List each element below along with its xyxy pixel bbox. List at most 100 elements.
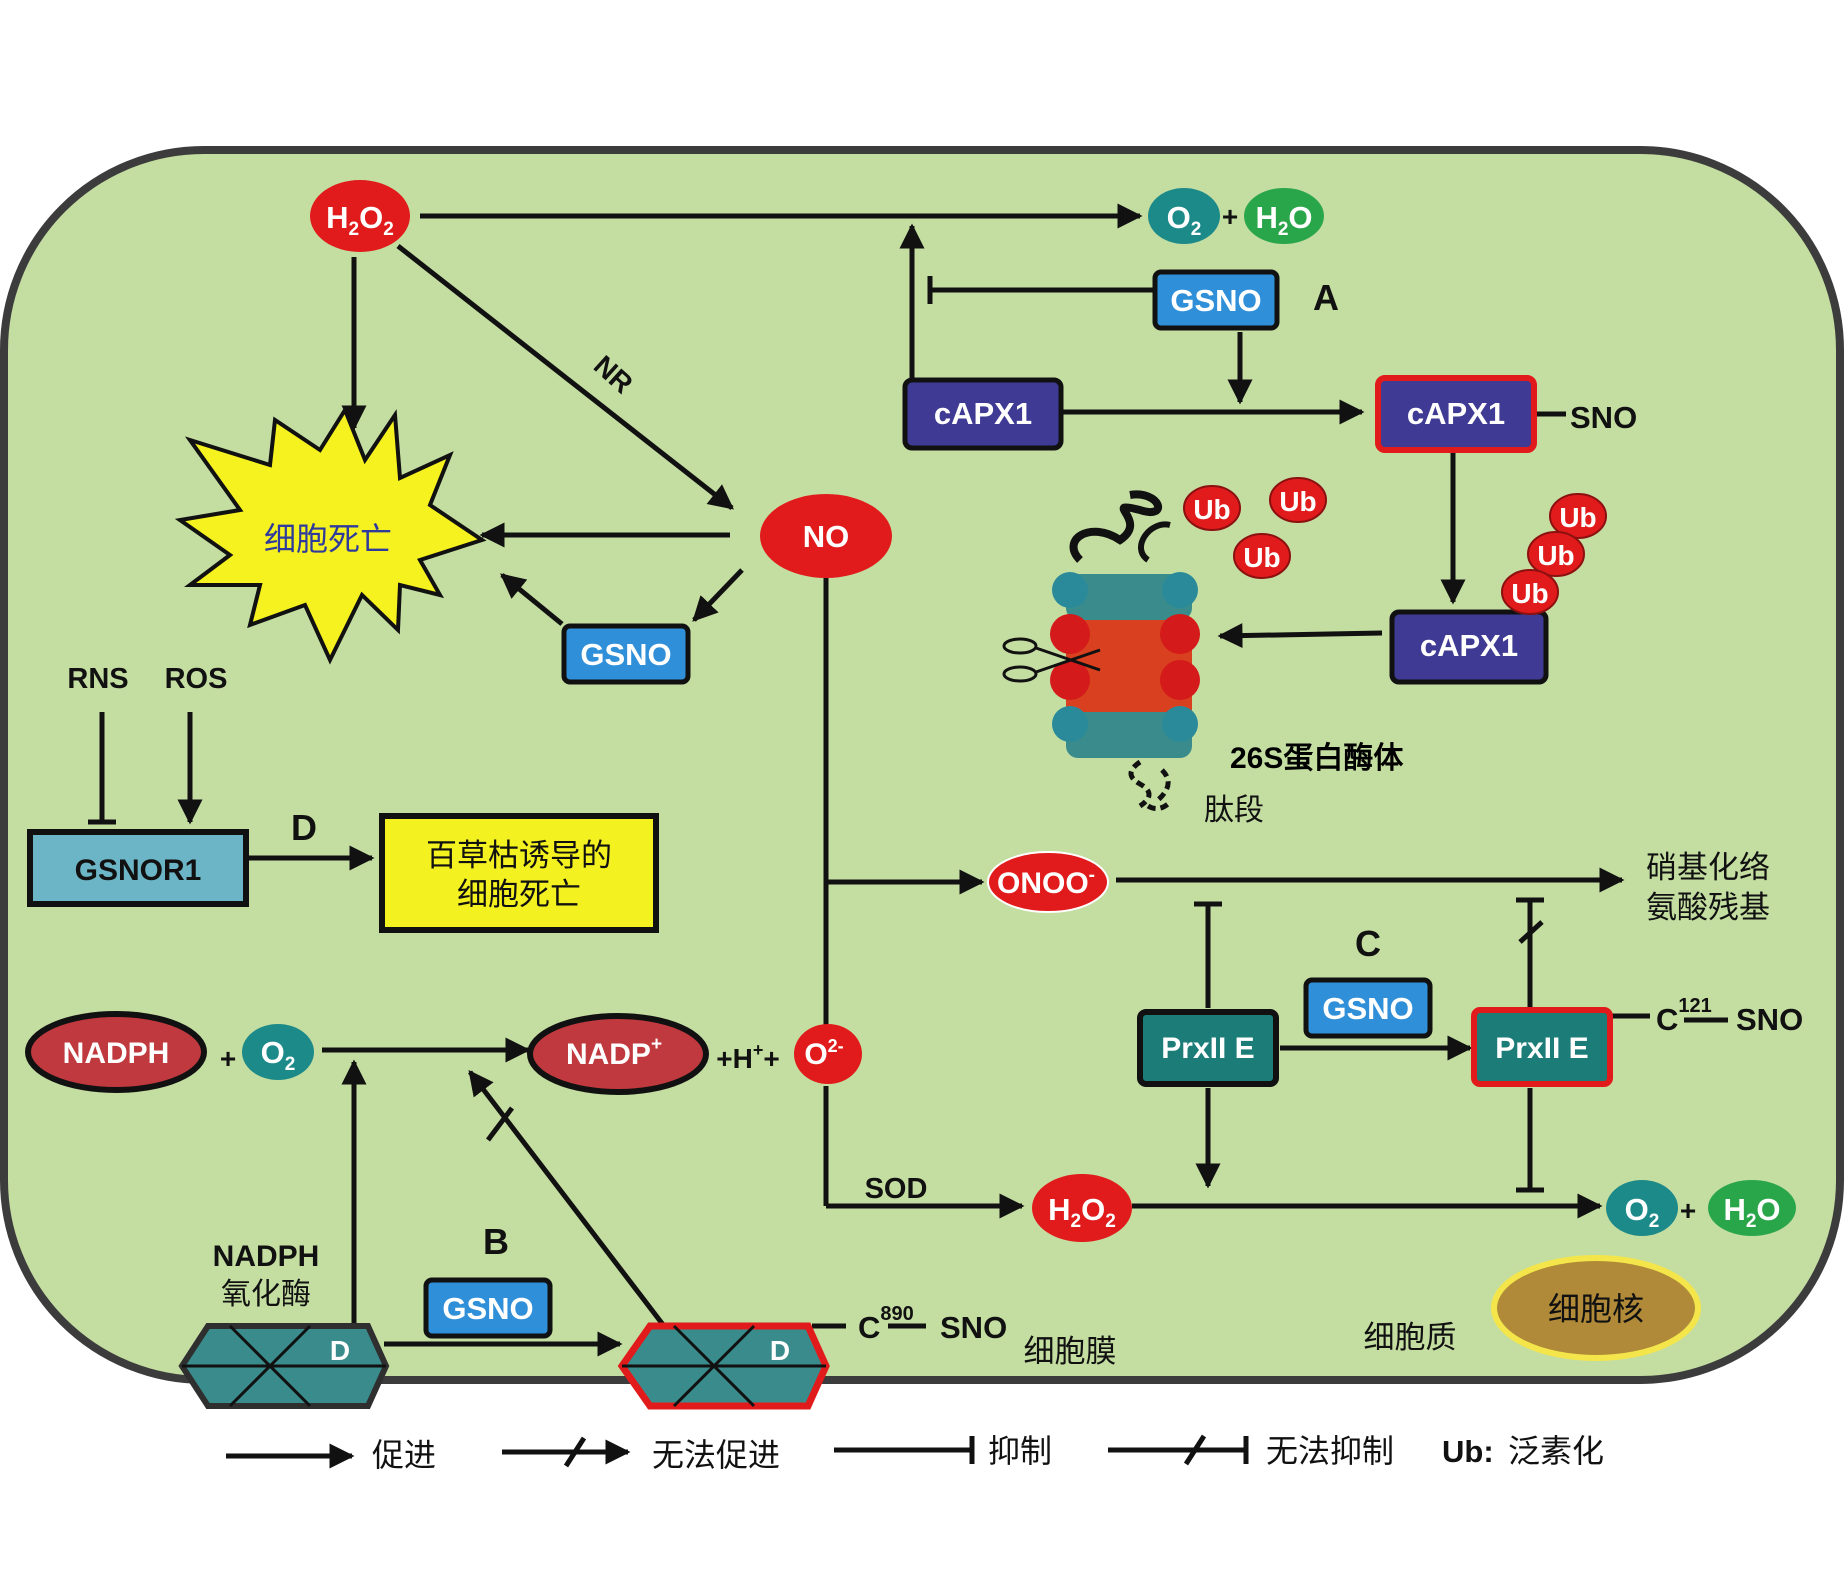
sod-label: SOD (865, 1173, 928, 1205)
scissors-icon (1002, 637, 1101, 683)
svg-text:H2O2: H2O2 (1048, 1192, 1116, 1232)
c890-label: C890 (858, 1303, 914, 1345)
svg-text:泛素化: 泛素化 (1508, 1432, 1604, 1470)
o2-top: O2 (1148, 188, 1220, 244)
svg-text:Ub: Ub (1193, 494, 1230, 525)
plus-sign: + (220, 1043, 236, 1074)
svg-text:GSNOR1: GSNOR1 (75, 854, 202, 887)
legend-no-promote: 无法促进 (502, 1436, 780, 1474)
svg-text:O2: O2 (1167, 200, 1202, 240)
svg-text:无法促进: 无法促进 (652, 1436, 780, 1474)
svg-text:D: D (770, 1335, 790, 1366)
cell-death-label: 细胞死亡 (264, 520, 392, 558)
superoxide-molecule: O2- (794, 1024, 862, 1084)
svg-text:GSNO: GSNO (1322, 991, 1413, 1026)
svg-text:NADPH: NADPH (63, 1037, 170, 1070)
nadph-oxidase-sno-icon: D (617, 1322, 830, 1410)
svg-text:NADP+: NADP+ (566, 1034, 662, 1071)
label-b: B (483, 1221, 509, 1262)
svg-text:cAPX1: cAPX1 (1420, 628, 1518, 663)
svg-text:无法抑制: 无法抑制 (1266, 1432, 1394, 1470)
legend-promote: 促进 (226, 1436, 436, 1474)
svg-text:促进: 促进 (372, 1436, 436, 1474)
nadph-oxidase-label-2: 氧化酶 (221, 1277, 311, 1312)
cell-body (0, 146, 1844, 1384)
nitrated-label-1: 硝基化络 (1646, 850, 1770, 886)
sno-prxii: SNO (1736, 1002, 1803, 1037)
svg-text:H2O: H2O (1255, 200, 1312, 240)
legend: 促进 无法促进 抑制 无法抑制 Ub: 泛素化 (226, 1432, 1604, 1474)
svg-text:抑制: 抑制 (988, 1432, 1052, 1470)
peptide-fragments-icon (1128, 759, 1171, 812)
nadph-molecule: NADPH (25, 1011, 207, 1093)
nitrated-label-2: 氨酸残基 (1646, 890, 1770, 926)
capx1-sno-box: cAPX1 (1375, 375, 1537, 453)
nadph-oxidase-icon: D (178, 1323, 390, 1409)
legend-no-inhibit: 无法抑制 (1108, 1432, 1394, 1470)
gsno-box-b: GSNO (423, 1277, 553, 1339)
svg-text:D: D (330, 1335, 350, 1366)
ubiquitin-group: Ub Ub Ub Ub Ub Ub (1183, 477, 1607, 615)
c121-label: C121 (1656, 995, 1712, 1037)
ubiquitin-icon: Ub (1233, 533, 1291, 579)
svg-text:cAPX1: cAPX1 (1407, 396, 1505, 431)
nucleus: 细胞核 (1491, 1255, 1701, 1361)
rns-label: RNS (67, 663, 128, 695)
svg-text:PrxII E: PrxII E (1161, 1032, 1254, 1065)
svg-text:Ub: Ub (1559, 502, 1596, 533)
ubiquitin-icon: Ub (1501, 569, 1559, 615)
gsno-box-a: GSNO (1152, 269, 1280, 331)
svg-text:百草枯诱导的: 百草枯诱导的 (426, 838, 612, 874)
connectors (88, 203, 1728, 1357)
paraquat-box: 百草枯诱导的 细胞死亡 (379, 813, 659, 933)
cytoplasm-label: 细胞质 (1364, 1320, 1457, 1356)
svg-text:PrxII E: PrxII E (1495, 1032, 1588, 1065)
h2o-bottom: H2O (1708, 1180, 1796, 1236)
label-a: A (1313, 277, 1339, 318)
svg-text:Ub:: Ub: (1442, 1434, 1494, 1469)
ros-label: ROS (165, 663, 228, 695)
gsno-box-c: GSNO (1303, 977, 1433, 1039)
svg-text:Ub: Ub (1243, 542, 1280, 573)
onoo-molecule: ONOO- (987, 851, 1109, 913)
gsno-box-no: GSNO (561, 623, 691, 685)
svg-text:GSNO: GSNO (1170, 283, 1261, 318)
plus-sign: + (1222, 201, 1238, 232)
sno-capx1: SNO (1570, 400, 1637, 435)
o2-bottom: O2 (1606, 1180, 1678, 1236)
nadp-molecule: NADP+ (527, 1013, 709, 1095)
svg-text:O2-: O2- (804, 1036, 843, 1071)
plus-sign: + (1680, 1195, 1696, 1226)
svg-text:ONOO-: ONOO- (997, 865, 1095, 900)
gsnor1-box: GSNOR1 (27, 829, 249, 907)
svg-text:Ub: Ub (1511, 578, 1548, 609)
svg-text:Ub: Ub (1279, 486, 1316, 517)
membrane-label: 细胞膜 (1024, 1334, 1117, 1370)
capx1-box: cAPX1 (902, 377, 1064, 451)
h2o-top: H2O (1244, 188, 1324, 244)
svg-text:Ub: Ub (1537, 540, 1574, 571)
sno-oxidase: SNO (940, 1310, 1007, 1345)
svg-text:O2: O2 (1625, 1192, 1660, 1232)
svg-text:GSNO: GSNO (580, 637, 671, 672)
ubiquitin-icon: Ub (1269, 477, 1327, 523)
proteasome-label: 26S蛋白酶体 (1230, 742, 1404, 775)
ubiquitin-icon: Ub (1527, 531, 1585, 577)
legend-ubiquitination: Ub: 泛素化 (1442, 1432, 1604, 1470)
h2o2-bottom: H2O2 (1032, 1174, 1132, 1242)
svg-text:H2O: H2O (1723, 1192, 1780, 1232)
label-d: D (291, 807, 317, 848)
explosion-star-icon (174, 405, 487, 665)
peptide-label: 肽段 (1204, 793, 1264, 828)
svg-text:细胞死亡: 细胞死亡 (457, 877, 581, 913)
svg-text:O2: O2 (261, 1035, 296, 1075)
svg-text:NO: NO (803, 519, 850, 554)
prxii-box: PrxII E (1137, 1009, 1279, 1087)
svg-text:H2O2: H2O2 (326, 200, 394, 240)
ubiquitin-icon: Ub (1549, 493, 1607, 539)
capx1-ub-box: cAPX1 (1389, 609, 1549, 685)
label-c: C (1355, 923, 1381, 964)
no-molecule: NO (760, 494, 892, 578)
